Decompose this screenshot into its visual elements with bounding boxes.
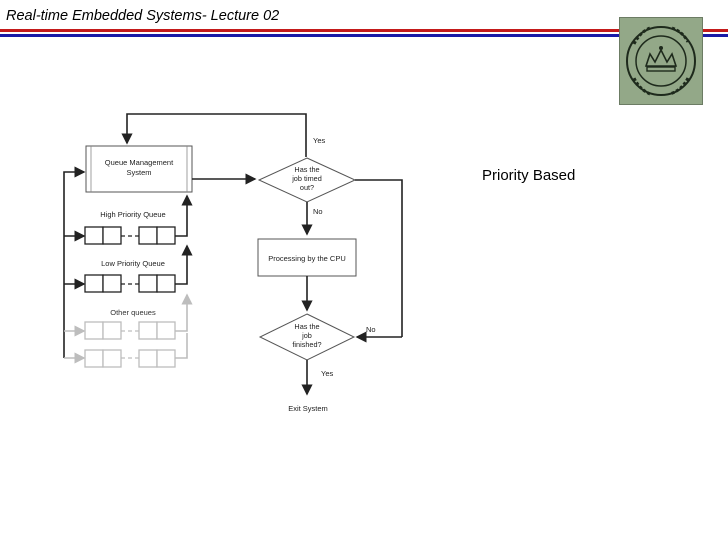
high-priority-queue-label: High Priority Queue [100, 210, 165, 219]
decision-timed-out-line-2: job timed [291, 174, 322, 183]
low-priority-queue [64, 244, 193, 293]
timeout-yes-feedback-arrow [121, 113, 307, 157]
queue-management-box: Queue Management System [85, 145, 193, 193]
decision-finished-line-3: finished? [292, 340, 321, 349]
processing-label: Processing by the CPU [268, 254, 346, 263]
queue-management-line-2: System [126, 168, 151, 177]
decision-timed-out-line-3: out? [300, 183, 314, 192]
high-priority-queue [64, 194, 193, 245]
yes-top-label: Yes [313, 136, 325, 145]
other-queues-label: Other queues [110, 308, 156, 317]
other-queues [64, 293, 193, 368]
header-stripe-blue [0, 34, 728, 37]
processing-by-cpu-box: Processing by the CPU [257, 238, 357, 277]
queue-management-line-1: Queue Management [105, 158, 174, 167]
decision-finished-line-2: job [301, 331, 312, 340]
no-middle-label: No [313, 207, 323, 216]
decision-timed-out-line-1: Has the [294, 165, 319, 174]
decision-job-finished: Has the job finished? [258, 313, 356, 361]
right-loop-line [355, 179, 403, 337]
decision-finished-line-1: Has the [294, 322, 319, 331]
header-stripe-red [0, 29, 728, 32]
priority-based-label: Priority Based [482, 167, 576, 184]
yes-bottom-label: Yes [321, 369, 333, 378]
decision-timed-out: Has the job timed out? [257, 157, 357, 203]
no-right-label: No [366, 325, 376, 334]
slide-header-title: Real-time Embedded Systems- Lecture 02 [6, 8, 280, 24]
university-seal-logo [619, 17, 703, 105]
low-priority-queue-label: Low Priority Queue [101, 259, 165, 268]
exit-system-label: Exit System [288, 404, 328, 413]
header-stripe-white [0, 32, 728, 34]
seal-icon [626, 26, 696, 96]
left-return-arrow [63, 166, 86, 358]
